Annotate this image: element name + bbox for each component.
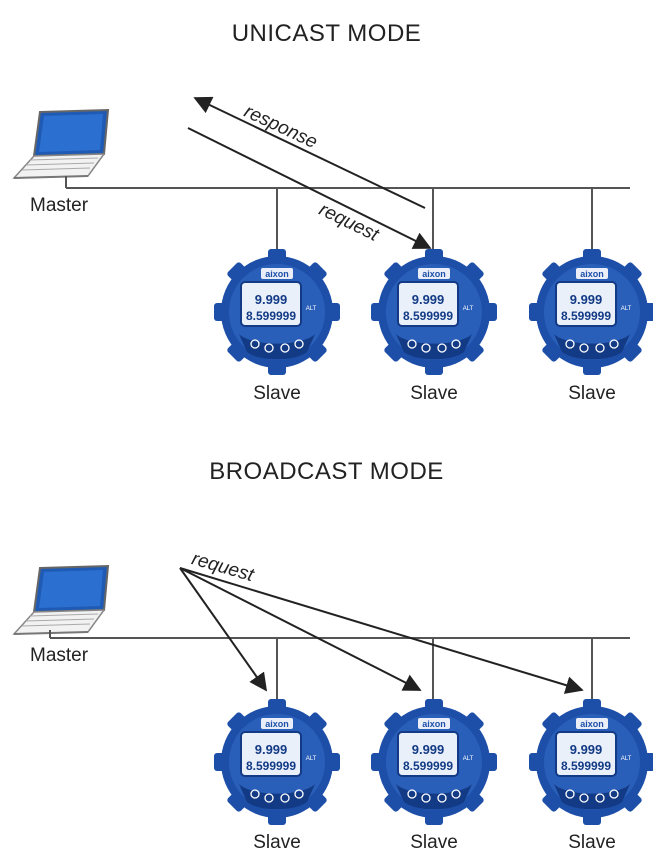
device-side-label: ALT bbox=[463, 756, 474, 762]
broadcast-title: BROADCAST MODE bbox=[209, 458, 444, 485]
device-brand: aixon bbox=[422, 719, 446, 729]
master-label: Master bbox=[30, 195, 89, 216]
master-laptop-icon bbox=[13, 109, 109, 179]
slave-label: Slave bbox=[568, 832, 616, 853]
device-side-label: ALT bbox=[306, 756, 317, 762]
broadcast-section bbox=[13, 565, 653, 826]
device-line1: 9.999 bbox=[412, 292, 445, 307]
device-line1: 9.999 bbox=[255, 742, 288, 757]
device-line2: 8.599999 bbox=[561, 759, 611, 773]
request-arrow bbox=[187, 127, 432, 249]
device-brand: aixon bbox=[265, 269, 289, 279]
device-side-label: ALT bbox=[621, 306, 632, 312]
slave-label: Slave bbox=[410, 383, 458, 404]
master-label: Master bbox=[30, 645, 89, 666]
unicast-title: UNICAST MODE bbox=[231, 20, 422, 47]
unicast-section bbox=[13, 96, 653, 376]
request-arrow bbox=[179, 567, 584, 694]
master-laptop-icon bbox=[13, 565, 109, 635]
device-brand: aixon bbox=[422, 269, 446, 279]
device-side-label: ALT bbox=[463, 306, 474, 312]
device-line2: 8.599999 bbox=[246, 309, 296, 323]
slave-label: Slave bbox=[253, 383, 301, 404]
device-line2: 8.599999 bbox=[403, 759, 453, 773]
device-line1: 9.999 bbox=[255, 292, 288, 307]
device-line1: 9.999 bbox=[412, 742, 445, 757]
slave-label: Slave bbox=[253, 832, 301, 853]
request-arrow bbox=[179, 567, 422, 691]
device-line2: 8.599999 bbox=[403, 309, 453, 323]
device-brand: aixon bbox=[580, 719, 604, 729]
request-arrow bbox=[179, 567, 268, 692]
device-brand: aixon bbox=[265, 719, 289, 729]
slave-label: Slave bbox=[568, 383, 616, 404]
device-line1: 9.999 bbox=[570, 292, 603, 307]
device-line2: 8.599999 bbox=[561, 309, 611, 323]
slave-label: Slave bbox=[410, 832, 458, 853]
device-side-label: ALT bbox=[306, 306, 317, 312]
device-brand: aixon bbox=[580, 269, 604, 279]
device-side-label: ALT bbox=[621, 756, 632, 762]
device-line2: 8.599999 bbox=[246, 759, 296, 773]
response-arrow bbox=[193, 96, 426, 209]
device-line1: 9.999 bbox=[570, 742, 603, 757]
